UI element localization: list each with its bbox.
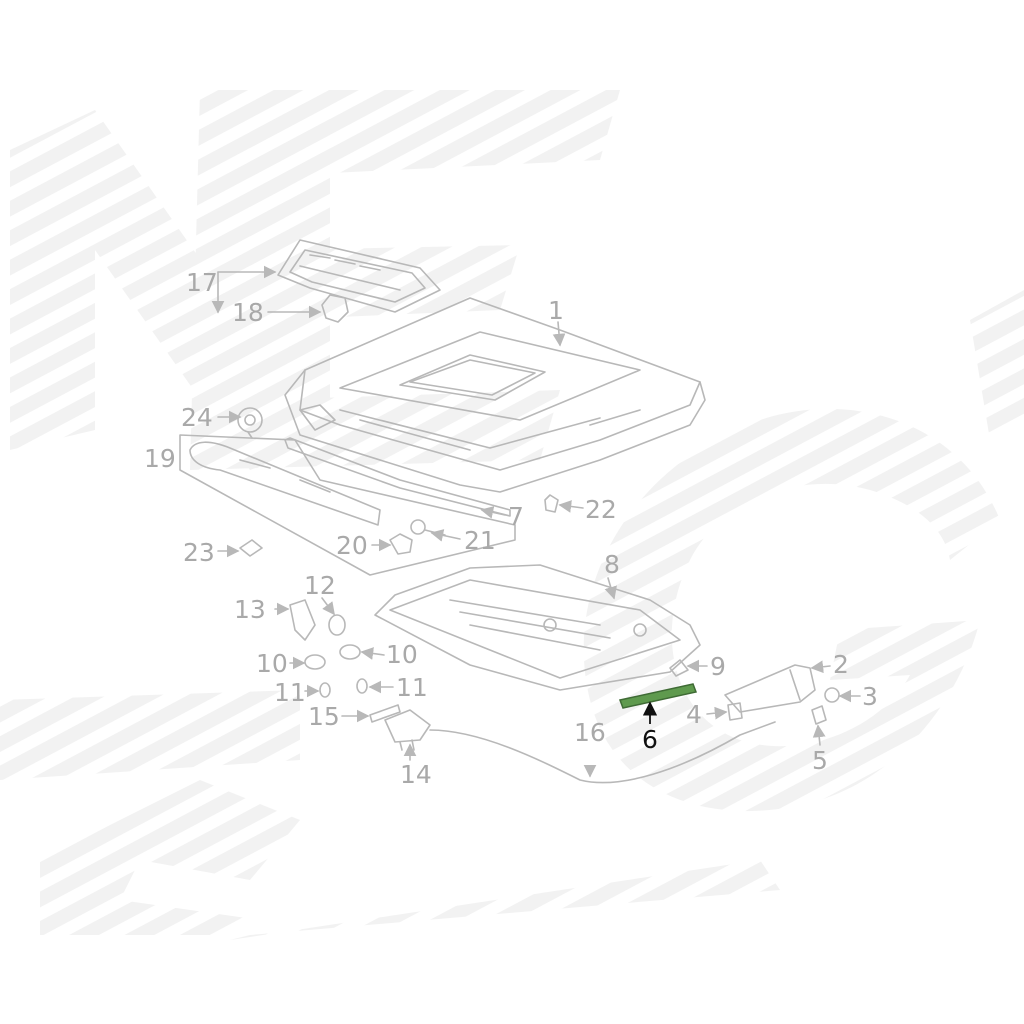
scoop-clip <box>321 294 349 323</box>
callout-10-left: 10 <box>256 649 288 678</box>
fastener-20 <box>389 533 413 555</box>
callout-7: 7 <box>508 502 524 531</box>
hood-panel <box>284 297 706 493</box>
bolt-21 <box>410 519 446 536</box>
callout-11-left: 11 <box>274 678 306 707</box>
bolt-3 <box>824 687 840 703</box>
clip-24 <box>237 407 263 439</box>
callout-16: 16 <box>574 718 606 747</box>
callout-13: 13 <box>234 595 266 624</box>
leader-lines <box>211 265 861 778</box>
bumper-10-left <box>304 654 326 670</box>
bracket-13 <box>289 599 316 641</box>
callout-8: 8 <box>604 550 620 579</box>
clip-22 <box>544 494 559 513</box>
nut-clip-23 <box>239 539 263 557</box>
watermark-bar-left <box>0 690 300 780</box>
callout-17: 17 <box>186 268 218 297</box>
hood-scoop-grille <box>277 239 441 313</box>
release-handle-15 <box>369 704 401 723</box>
callout-14: 14 <box>400 760 432 789</box>
callout-10-right: 10 <box>386 640 418 669</box>
callout-22: 22 <box>585 495 617 524</box>
front-seal-panel <box>179 434 516 576</box>
hood-support-strut-6 <box>618 683 698 724</box>
callout-18: 18 <box>232 298 264 327</box>
watermark-letter-s <box>40 780 300 935</box>
callout-6: 6 <box>642 725 658 754</box>
callout-9: 9 <box>710 652 726 681</box>
bumper-12 <box>328 614 346 636</box>
release-cable-16 <box>429 721 776 784</box>
watermark-bar-bottom <box>230 860 780 940</box>
callout-23: 23 <box>183 538 215 567</box>
callout-11-right: 11 <box>396 673 428 702</box>
callout-15: 15 <box>308 702 340 731</box>
callout-4: 4 <box>686 700 702 729</box>
hood-inner-panel <box>374 564 701 691</box>
callout-24: 24 <box>181 403 213 432</box>
watermark-letter-right <box>970 290 1024 440</box>
bumper-10-right <box>339 644 361 660</box>
watermark-letter-e <box>190 90 620 470</box>
nut-5 <box>811 705 827 725</box>
clip-11-left <box>319 682 331 698</box>
callout-12: 12 <box>304 571 336 600</box>
clip-9 <box>669 659 689 677</box>
callout-5: 5 <box>812 746 828 775</box>
hood-latch-14 <box>384 709 431 751</box>
bumper-4 <box>727 702 743 721</box>
callout-3: 3 <box>862 682 878 711</box>
clip-11-right <box>356 678 368 694</box>
callout-2: 2 <box>833 650 849 679</box>
callout-1: 1 <box>548 296 564 325</box>
hood-hinge-2 <box>724 664 816 713</box>
callout-19: 19 <box>144 444 176 473</box>
watermark-letter-g <box>583 408 1000 812</box>
seal-strip <box>284 437 511 517</box>
callout-20: 20 <box>336 531 368 560</box>
callout-21: 21 <box>464 526 496 555</box>
